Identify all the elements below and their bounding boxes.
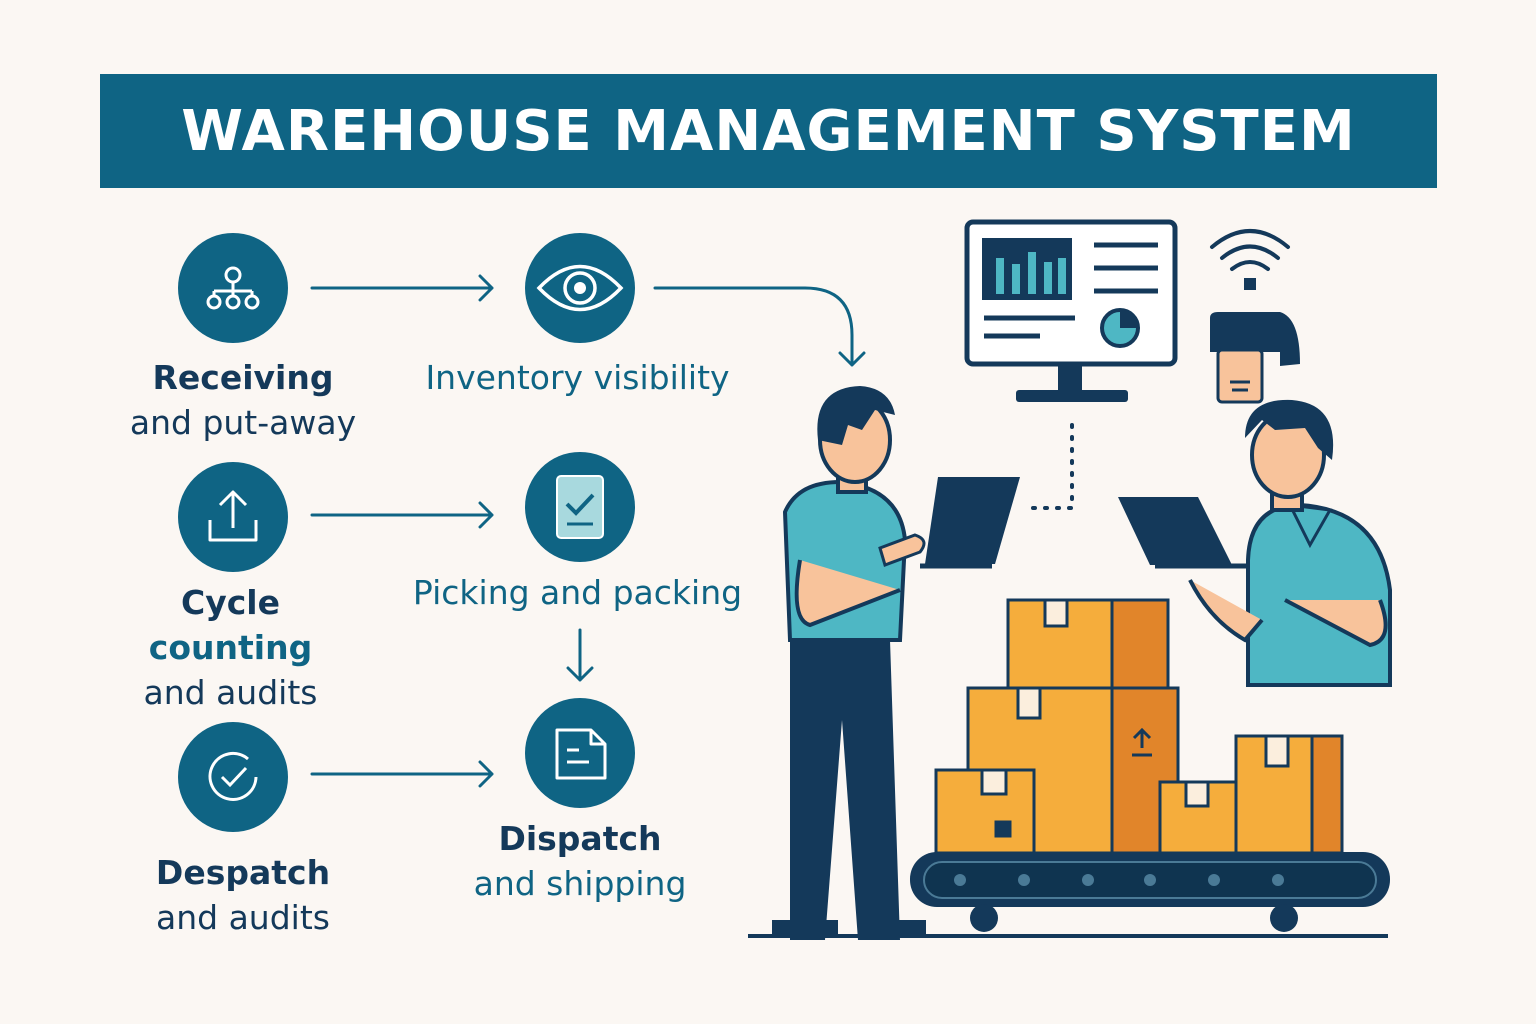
conveyor-belt: [910, 852, 1390, 932]
step-picking-label: Picking and packing: [395, 570, 760, 615]
title-banner: WAREHOUSE MANAGEMENT SYSTEM: [100, 74, 1437, 188]
page-title: WAREHOUSE MANAGEMENT SYSTEM: [181, 98, 1356, 164]
step-cycle-label: Cycle counting and audits: [118, 580, 343, 715]
document-icon: [525, 698, 635, 808]
inventory-title: Inventory visibility: [425, 358, 730, 397]
checklist-icon: [525, 452, 635, 562]
receiving-title: Receiving: [152, 358, 334, 397]
barcode-scanner-icon: [1210, 312, 1300, 404]
left-worker: [772, 386, 1020, 940]
stacked-boxes: [934, 598, 1344, 855]
despatch-title: Despatch: [155, 853, 331, 892]
arrow-cycle-to-picking: [310, 501, 494, 529]
step-despatch-label: Despatch and audits: [118, 850, 368, 940]
step-inventory-label: Inventory visibility: [410, 355, 745, 400]
right-worker: [1118, 399, 1392, 687]
eye-icon: [525, 233, 635, 343]
cycle-title-2: counting: [148, 628, 313, 667]
receiving-subtitle: and put-away: [129, 403, 357, 442]
warehouse-illustration: [748, 219, 1392, 940]
cycle-title: Cycle: [181, 583, 280, 622]
dispatch-subtitle: and shipping: [473, 864, 687, 903]
step-dispatch-label: Dispatch and shipping: [455, 816, 705, 906]
arrow-picking-to-dispatch: [566, 628, 594, 682]
upload-icon: [178, 462, 288, 572]
despatch-subtitle: and audits: [156, 898, 330, 937]
monitor-icon: [964, 219, 1178, 402]
arrow-inventory-to-worker: [653, 286, 866, 367]
arrow-despatch-to-dispatch: [310, 760, 494, 788]
dispatch-title: Dispatch: [498, 819, 662, 858]
picking-title: Picking and packing: [412, 573, 743, 612]
cycle-subtitle: and audits: [143, 673, 318, 712]
arrow-receiving-to-inventory: [310, 274, 494, 302]
network-node-icon: [178, 233, 288, 343]
check-circle-icon: [178, 722, 288, 832]
wifi-icon: [1210, 229, 1290, 271]
step-receiving-label: Receiving and put-away: [108, 355, 378, 445]
